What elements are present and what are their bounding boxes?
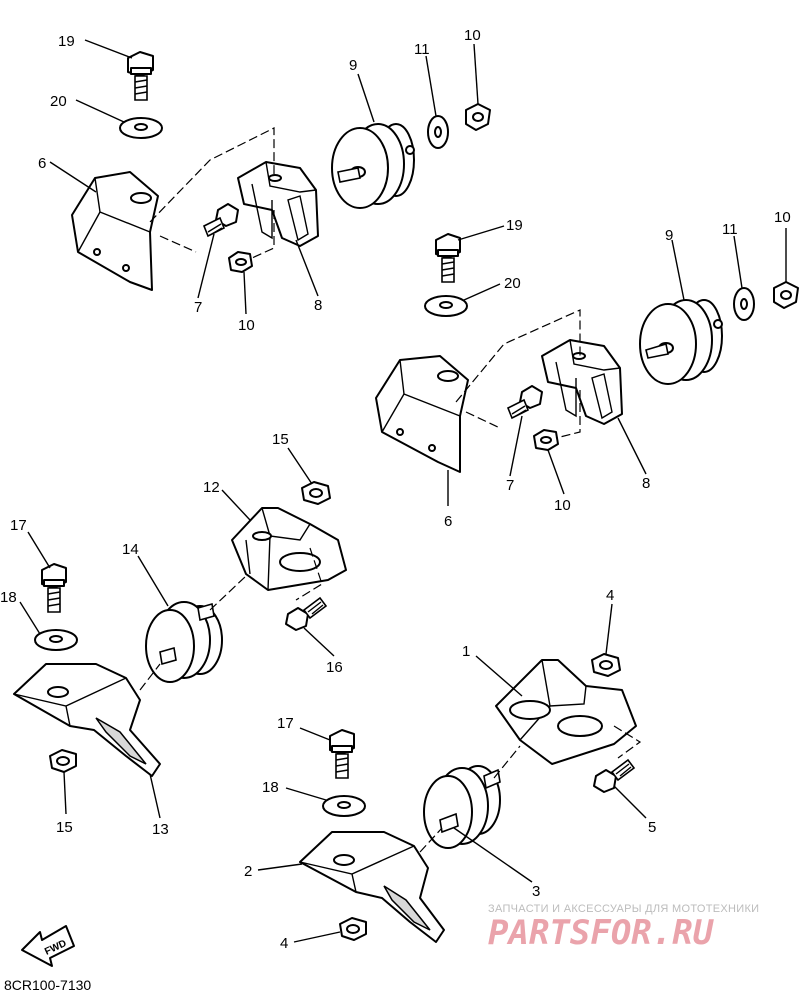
bolt-5 <box>593 758 636 793</box>
callout-label: 10 <box>464 27 481 44</box>
washer-20-mid <box>424 295 468 317</box>
nut-4-upper <box>591 653 621 677</box>
callout-label: 15 <box>56 819 73 836</box>
callout-label: 4 <box>606 587 614 604</box>
watermark-brand: PARTSFOR.RU <box>488 913 715 953</box>
bracket-8-top <box>237 161 319 247</box>
callout-label: 9 <box>665 227 673 244</box>
callout-label: 14 <box>122 541 139 558</box>
washer-11-mid <box>733 287 755 321</box>
callout-label: 2 <box>244 863 252 880</box>
callout-label: 16 <box>326 659 343 676</box>
callout-label: 10 <box>774 209 791 226</box>
leader-top-left <box>149 127 275 259</box>
callout-label: 4 <box>280 935 288 952</box>
callout-labels: 19 20 6 7 10 8 9 11 10 19 20 9 11 10 7 1… <box>0 27 791 952</box>
washer-11-top <box>427 115 449 149</box>
callout-label: 15 <box>272 431 289 448</box>
bolt-19-mid <box>435 233 461 283</box>
watermark-tagline: ЗАПЧАСТИ И АКСЕССУАРЫ ДЛЯ МОТОТЕХНИКИ <box>488 903 759 915</box>
bolt-19-top <box>127 51 154 101</box>
callout-label: 8 <box>314 297 322 314</box>
callout-label: 6 <box>38 155 46 172</box>
callout-label: 20 <box>50 93 67 110</box>
callout-label: 12 <box>203 479 220 496</box>
callout-label: 19 <box>506 217 523 234</box>
leader-lower-left <box>139 575 247 691</box>
leader-mid <box>455 309 581 439</box>
bracket-12 <box>231 507 347 601</box>
nut-10-mid-left <box>533 429 559 451</box>
callout-label: 17 <box>277 715 294 732</box>
bolt-7-mid <box>506 385 543 420</box>
rubber-mount-9-mid <box>639 299 723 385</box>
bolt-16 <box>285 596 328 631</box>
washer-20-top <box>119 117 163 139</box>
assembly-middle-right <box>375 233 799 473</box>
washer-18-left <box>34 629 78 651</box>
callout-label: 20 <box>504 275 521 292</box>
callout-label: 11 <box>414 41 430 58</box>
callout-label: 10 <box>554 497 571 514</box>
callout-label: 17 <box>10 517 27 534</box>
leader-lower-right <box>419 745 521 853</box>
rubber-mount-9-top <box>331 123 415 209</box>
callout-label: 11 <box>722 221 738 238</box>
nut-10-top-left <box>228 251 253 273</box>
callout-label: 7 <box>506 477 514 494</box>
forward-arrow: FWD <box>21 925 75 967</box>
rubber-mount-14 <box>145 601 223 683</box>
assembly-lower-left <box>13 481 347 777</box>
callout-label: 1 <box>462 643 470 660</box>
callout-lines <box>19 39 787 943</box>
nut-15-upper <box>301 481 331 505</box>
callout-label: 19 <box>58 33 75 50</box>
callout-label: 9 <box>349 57 357 74</box>
callout-label: 5 <box>648 819 656 836</box>
bolt-7-top <box>202 203 239 238</box>
callout-label: 6 <box>444 513 452 530</box>
bracket-2 <box>299 831 445 943</box>
callout-label: 13 <box>152 821 169 838</box>
callout-label: 7 <box>194 299 202 316</box>
bracket-6-top <box>71 171 159 291</box>
nut-15-lower <box>49 749 77 773</box>
bracket-1 <box>495 659 642 765</box>
callout-label: 10 <box>238 317 255 334</box>
assembly-top-left <box>71 51 491 291</box>
callout-label: 8 <box>642 475 650 492</box>
nut-4-lower <box>339 917 367 941</box>
callout-label: 18 <box>0 589 17 606</box>
bracket-8-mid <box>541 339 623 425</box>
watermark: ЗАПЧАСТИ И АКСЕССУАРЫ ДЛЯ МОТОТЕХНИКИ PA… <box>488 903 759 953</box>
bolt-17-right <box>329 729 355 779</box>
callout-label: 18 <box>262 779 279 796</box>
callout-label: 3 <box>532 883 540 900</box>
bracket-6-mid <box>375 355 469 473</box>
bracket-13 <box>13 663 161 777</box>
nut-10-mid-right <box>773 281 799 309</box>
washer-18-right <box>322 795 366 817</box>
assembly-lower-right <box>299 653 642 943</box>
diagram-code: 8CR100-7130 <box>4 977 91 993</box>
bolt-17-left <box>41 563 67 613</box>
nut-10-top-right <box>465 103 491 131</box>
rubber-mount-3 <box>423 765 501 849</box>
